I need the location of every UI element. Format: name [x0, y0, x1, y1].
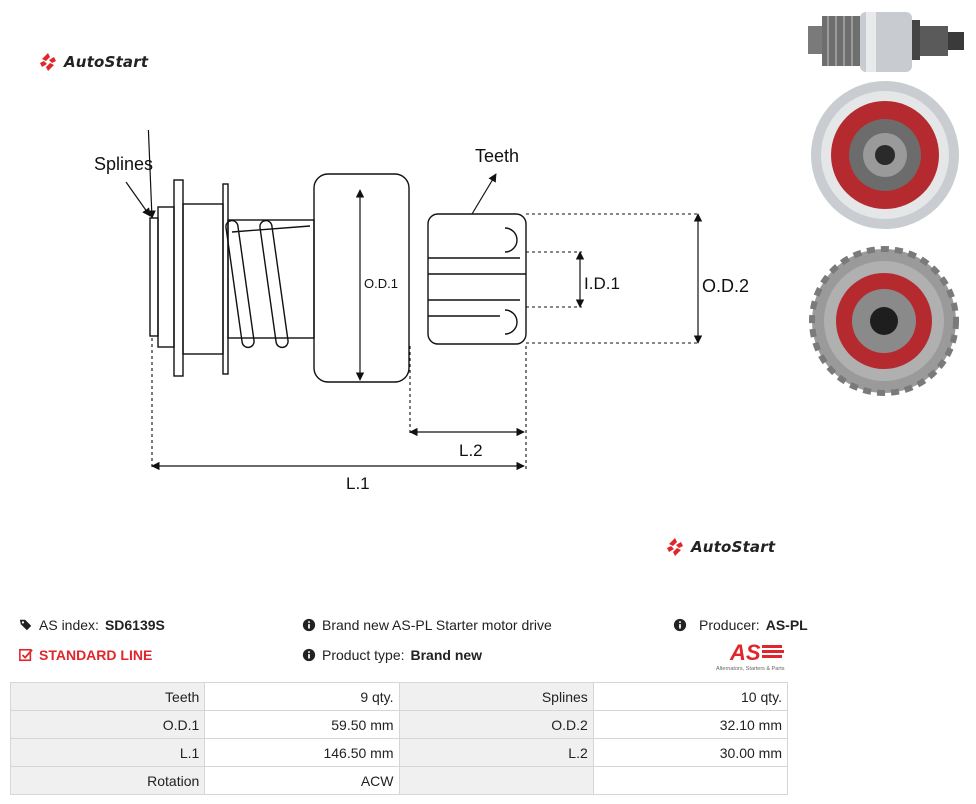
starter-drive-diagram: Splines Teeth O.D.1 I.D.1 O.D.2 L.2 L.1: [94, 130, 749, 493]
as-index-value: SD6139S: [104, 617, 165, 633]
as-index: AS index: SD6139S: [19, 617, 165, 633]
id1-label: I.D.1: [584, 274, 620, 293]
spring: [225, 219, 311, 349]
splines-label: Splines: [94, 154, 153, 174]
autostart-mark-icon: [40, 53, 56, 71]
product-photo-front: [811, 81, 959, 229]
as-logo-mark: AS: [729, 640, 761, 665]
info-circle-icon: [302, 618, 316, 632]
description-text: Brand new AS-PL Starter motor drive: [322, 617, 552, 633]
spec-value: 146.50 mm: [204, 738, 400, 767]
l1-label: L.1: [346, 474, 370, 493]
spec-value: 10 qty.: [592, 682, 789, 711]
spec-value: [592, 766, 789, 795]
od1-label: O.D.1: [364, 276, 398, 291]
teeth-leader: [471, 173, 497, 215]
spec-key: Teeth: [9, 682, 206, 711]
product-description: Brand new AS-PL Starter motor drive: [302, 617, 552, 633]
spec-value: 9 qty.: [204, 682, 400, 711]
product-photo-side: [808, 12, 964, 72]
l2-label: L.2: [459, 441, 483, 460]
check-square-icon: [19, 648, 33, 662]
producer-value: AS-PL: [765, 617, 808, 633]
autostart-logo-secondary: AutoStart: [665, 537, 775, 557]
product-type-value: Brand new: [410, 647, 483, 663]
spec-key: Splines: [398, 682, 594, 711]
producer-label-text: Producer:: [699, 617, 760, 633]
autostart-logo: AutoStart: [38, 52, 148, 72]
brand-name: AutoStart: [64, 53, 149, 71]
standard-line: STANDARD LINE: [19, 647, 152, 663]
autostart-mark-icon: [667, 538, 683, 556]
info-circle-icon: [302, 648, 316, 662]
spec-key: L.2: [398, 738, 594, 767]
spec-key: L.1: [9, 738, 206, 767]
spec-key: Rotation: [9, 766, 206, 795]
pinion: [427, 213, 527, 345]
spec-key: O.D.1: [9, 710, 206, 739]
info-circle-icon: [673, 618, 687, 632]
spline-end: [149, 217, 159, 337]
as-pl-logo: AS Alternators, Starters & Parts: [716, 640, 785, 672]
spec-value: 30.00 mm: [592, 738, 789, 767]
spec-value: 32.10 mm: [592, 710, 789, 739]
teeth-label: Teeth: [475, 146, 519, 166]
spec-key: O.D.2: [398, 710, 594, 739]
clutch-body: [313, 173, 410, 383]
flange: [173, 179, 184, 377]
od2-label: O.D.2: [702, 276, 749, 296]
product-type-label: Product type:: [322, 647, 405, 663]
spec-key: [398, 766, 594, 795]
as-logo-tagline: Alternators, Starters & Parts: [716, 666, 785, 672]
standard-line-label: STANDARD LINE: [39, 647, 153, 663]
brand-name: AutoStart: [691, 538, 776, 556]
spec-value: 59.50 mm: [204, 710, 400, 739]
product-photo-back: [809, 246, 959, 396]
as-index-label: AS index:: [39, 617, 99, 633]
splines-leader: [125, 181, 151, 217]
producer: Producer: AS-PL: [673, 617, 808, 633]
tag-icon: [19, 619, 32, 631]
product-type: Product type: Brand new: [302, 647, 482, 663]
spec-value: ACW: [204, 766, 400, 795]
